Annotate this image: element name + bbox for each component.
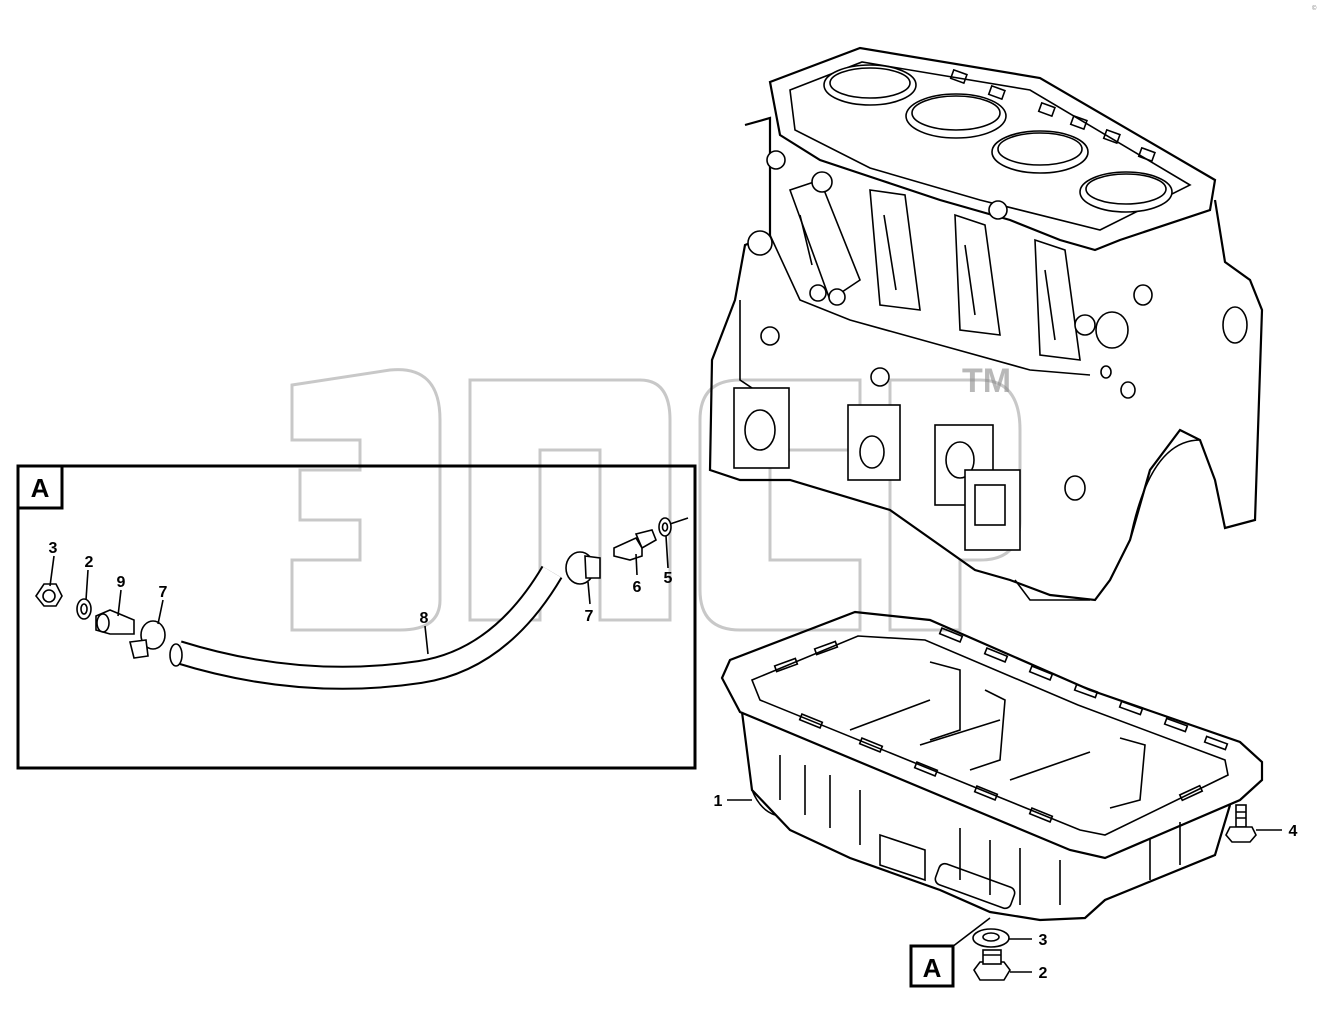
- corner-mark: ©: [1312, 5, 1317, 12]
- trademark-mark: TM: [962, 362, 1011, 400]
- oil-pan-drawing: [720, 610, 1264, 922]
- label-bolt-4: 4: [1289, 823, 1298, 840]
- flange-bolt-slots: [773, 627, 1229, 823]
- callout-box-label: A: [923, 953, 942, 983]
- drain-plug: [973, 949, 1011, 981]
- label-fitting-6: 6: [633, 579, 642, 596]
- label-plug-3: 3: [49, 540, 58, 557]
- label-washer-2: 2: [85, 554, 94, 571]
- flange-bolt: [1225, 804, 1257, 843]
- label-oil-pan-1: 1: [714, 793, 723, 810]
- watermark-logo: TM: [290, 362, 1022, 632]
- label-clamp-7-left: 7: [159, 584, 168, 601]
- label-adapter-9: 9: [117, 574, 126, 591]
- detail-box-a: A: [16, 464, 697, 770]
- label-drain-washer-3: 3: [1039, 932, 1048, 949]
- label-clamp-7-right: 7: [585, 608, 594, 625]
- label-hose-8: 8: [420, 610, 429, 627]
- label-washer-5: 5: [664, 570, 673, 587]
- drain-washer: [972, 928, 1010, 948]
- callout-box-a: A: [909, 917, 991, 988]
- label-drain-plug-2: 2: [1039, 965, 1048, 982]
- leader-lines: [49, 535, 1282, 973]
- engine-block-drawing: [708, 46, 1264, 602]
- detail-box-label: A: [31, 473, 50, 503]
- item-numbers: 3 2 9 7 8 7 6 5 1 4 3 2: [49, 540, 1298, 982]
